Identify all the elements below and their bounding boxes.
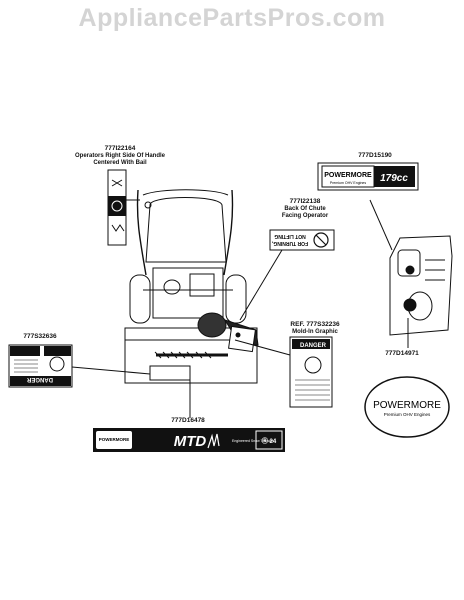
part-number: 777I22138 [289,198,321,205]
label-desc-line: Centered With Bail [93,159,147,166]
label-mtd-panel: 777D16478 [158,417,218,425]
label-desc-line: Back Of Chute [284,205,326,212]
snowblower-handle [136,189,234,276]
label-danger-decal-left: 777S32636 [10,333,70,341]
chute-decal: FOR TURNING, NOT LIFTING [269,229,335,251]
part-number: REF. 777S32236 [290,321,340,328]
part-number: 777D16478 [171,417,205,424]
discharge-chute [197,312,259,353]
handle-decal [107,169,127,246]
part-number: 777D14971 [385,350,419,357]
label-desc-line: Operators Right Side Of Handle [74,152,165,159]
part-number: 777D15190 [358,152,392,159]
mtd-right-code: Ⓡ 24 [262,437,277,445]
part-number: 777I22164 [104,145,136,152]
danger-text-left: DANGER [26,376,53,382]
mtd-panel-decal: POWERMORE MTD Engineered Snow Thrower Ⓡ … [93,428,285,452]
left-wheel [129,274,151,324]
powermore-oval-decal: POWERMORE Premium OHV Engines [364,376,450,438]
danger-decal-right: DANGER [289,336,333,408]
label-desc-line: Facing Operator [281,212,329,219]
mtd-logo-text: MTD [174,433,207,450]
label-powermore-oval: 777D14971 [372,350,432,358]
label-engine-decal: 777D15190 [345,152,405,160]
oval-brand-text: POWERMORE [373,400,441,411]
engine-brand-text: POWERMORE [324,172,372,179]
watermark: AppliancePartsPros.com [78,4,386,32]
engine-drawing [389,235,453,336]
engine-cc-text: 179cc [380,173,408,184]
chute-warning-line1: FOR TURNING, [271,240,308,246]
danger-text-right: DANGER [300,343,327,349]
oval-brand-sub-text: Premium OHV Engines [384,412,431,417]
danger-decal-left: DANGER [8,344,73,388]
mtd-tagline: Engineered Snow Thrower [232,439,274,443]
snowblower-body [143,267,233,319]
right-wheel [225,274,247,324]
label-molded-graphic: REF. 777S32236 Mold-In Graphic [275,321,355,336]
label-chute-decal: 777I22138 Back Of Chute Facing Operator [265,198,345,220]
mtd-left-brand: POWERMORE [99,437,130,442]
part-number: 777S32636 [23,333,57,340]
label-handle-decal: 777I22164 Operators Right Side Of Handle… [60,145,180,167]
chute-warning-line2: NOT LIFTING [274,233,305,239]
label-desc-line: Mold-In Graphic [292,328,338,335]
engine-cc-decal: POWERMORE Premium OHV Engines 179cc [317,162,419,191]
engine-brand-sub-text: Premium OHV Engines [330,181,366,185]
